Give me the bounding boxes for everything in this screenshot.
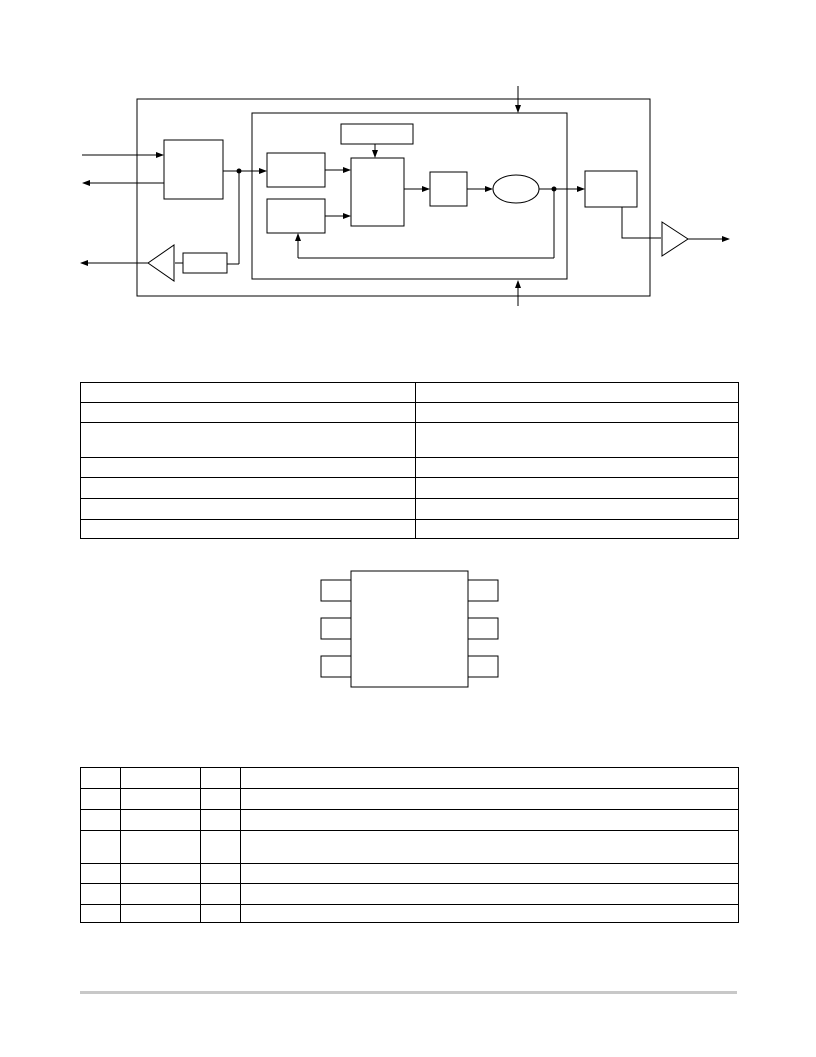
table-row — [80, 863, 739, 884]
table-row — [80, 788, 739, 810]
table-cell — [415, 519, 739, 539]
pin-description-table — [80, 767, 739, 923]
table-cell — [415, 422, 739, 458]
table-cell — [120, 767, 201, 789]
table-cell — [240, 904, 739, 923]
pin-2 — [320, 617, 352, 640]
oscillator-ellipse — [492, 174, 540, 204]
table-cell — [200, 767, 241, 789]
table-cell — [80, 382, 416, 403]
output-driver-triangle — [661, 221, 689, 257]
table-row — [80, 809, 739, 831]
table-cell — [200, 863, 241, 884]
filter-block — [429, 171, 468, 207]
interface-block — [163, 139, 224, 200]
table-row — [80, 883, 739, 905]
table-cell — [240, 830, 739, 864]
table-cell — [120, 883, 201, 905]
table-cell — [200, 883, 241, 905]
table-row — [80, 477, 739, 499]
table-cell — [120, 863, 201, 884]
pin-6 — [467, 579, 499, 602]
table-cell — [80, 498, 416, 520]
table-cell — [415, 457, 739, 478]
table-cell — [80, 883, 121, 905]
table-row — [80, 519, 739, 539]
pin-3 — [320, 655, 352, 678]
upper-input-block — [266, 152, 326, 188]
table-cell — [415, 498, 739, 520]
table-cell — [120, 904, 201, 923]
table-row — [80, 422, 739, 458]
table-cell — [240, 788, 739, 810]
pin-1 — [320, 579, 352, 602]
buffer-triangle — [147, 244, 175, 282]
table-cell — [80, 863, 121, 884]
footer-divider — [80, 991, 737, 994]
table-cell — [200, 904, 241, 923]
block-diagram — [80, 86, 730, 688]
table-cell — [240, 809, 739, 831]
table-cell — [80, 767, 121, 789]
table-cell — [80, 477, 416, 499]
table-row — [80, 382, 739, 403]
table-cell — [240, 883, 739, 905]
table-cell — [200, 809, 241, 831]
table-cell — [80, 809, 121, 831]
table-row — [80, 402, 739, 423]
table-cell — [80, 830, 121, 864]
table-cell — [80, 904, 121, 923]
table-cell — [200, 788, 241, 810]
table-cell — [120, 788, 201, 810]
junction-dot-right — [551, 186, 557, 192]
package-body — [350, 570, 469, 688]
table-row — [80, 830, 739, 864]
output-block — [584, 170, 638, 208]
combiner-block — [350, 157, 405, 227]
pin-5 — [467, 617, 499, 640]
pin-4 — [467, 655, 499, 678]
small-block — [182, 252, 228, 274]
top-control-block — [340, 123, 414, 145]
inner-loop-boundary — [251, 112, 568, 280]
table-cell — [120, 830, 201, 864]
table-cell — [80, 457, 416, 478]
table-cell — [415, 382, 739, 403]
table-cell — [80, 402, 416, 423]
table-row — [80, 767, 739, 789]
table-row — [80, 457, 739, 478]
output-route — [621, 207, 661, 239]
table-cell — [415, 402, 739, 423]
table-cell — [200, 830, 241, 864]
ordering-table — [80, 382, 739, 539]
table-cell — [415, 477, 739, 499]
lower-input-block — [266, 198, 326, 234]
table-cell — [240, 767, 739, 789]
table-cell — [80, 788, 121, 810]
table-cell — [240, 863, 739, 884]
chip-boundary — [136, 98, 651, 297]
table-row — [80, 904, 739, 923]
table-row — [80, 498, 739, 520]
table-cell — [80, 422, 416, 458]
junction-dot-left — [236, 168, 242, 174]
table-cell — [120, 809, 201, 831]
table-cell — [80, 519, 416, 539]
